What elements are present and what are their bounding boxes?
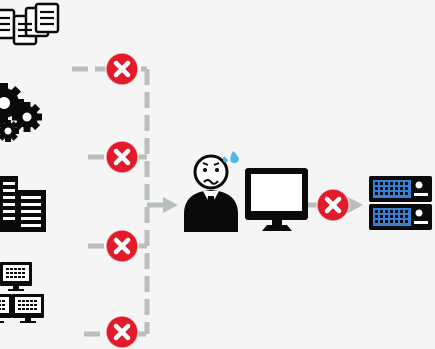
monitor-icon <box>245 168 308 231</box>
error-x-icon <box>105 140 139 174</box>
error-x-icon <box>105 229 139 263</box>
computer-icon <box>0 294 12 323</box>
arrow-head-to-server <box>348 197 363 213</box>
server-unit-icon <box>369 176 432 202</box>
computer-icon <box>0 262 32 291</box>
gears-icon <box>0 83 42 142</box>
error-markers <box>105 52 350 349</box>
computers-icon <box>0 262 44 323</box>
arrow-head-to-person <box>163 197 178 213</box>
error-x-icon <box>316 188 350 222</box>
building-icon <box>0 176 46 232</box>
error-x-icon <box>105 52 139 86</box>
documents-icon <box>0 2 60 46</box>
sweat-drop-icon <box>230 151 239 164</box>
server-unit-icon <box>369 204 432 230</box>
worried-person-icon <box>184 151 239 232</box>
error-x-icon <box>105 315 139 349</box>
server-rack-icon <box>369 176 432 230</box>
computer-icon <box>12 294 44 323</box>
